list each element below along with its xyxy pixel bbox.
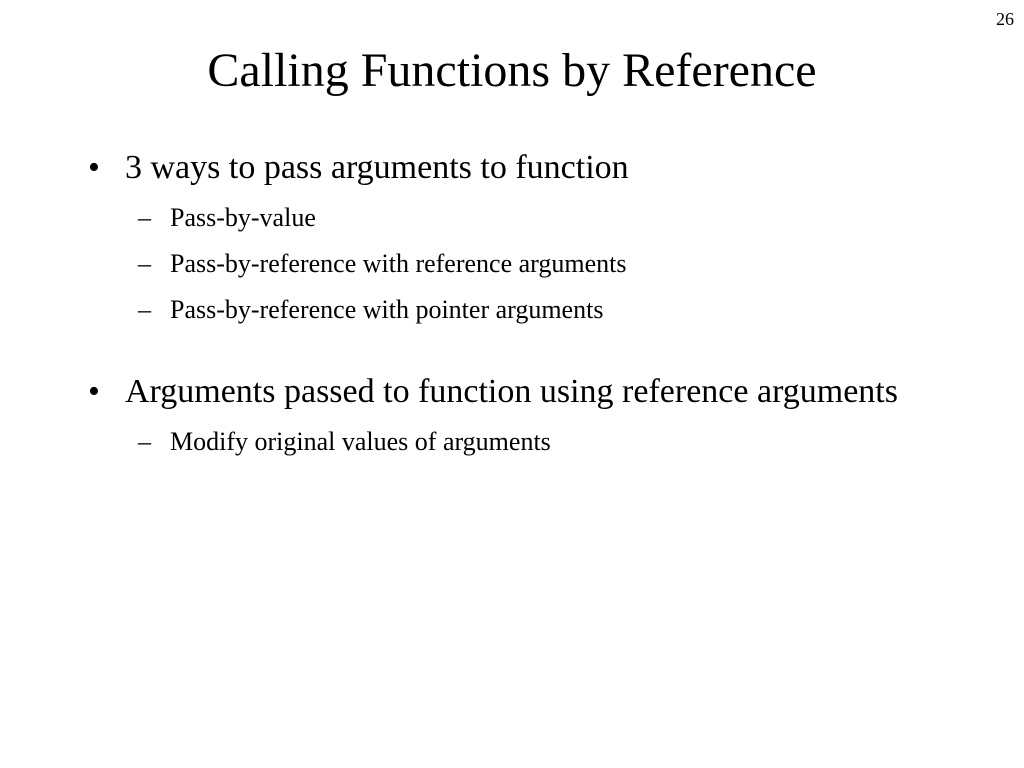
sub-item: – Pass-by-reference with pointer argumen… — [88, 287, 928, 333]
sub-item-text: Pass-by-reference with pointer arguments — [170, 295, 604, 324]
sub-item-text: Pass-by-value — [170, 203, 316, 232]
bullet-item: • Arguments passed to function using ref… — [88, 369, 928, 415]
slide-content: • 3 ways to pass arguments to function –… — [88, 145, 928, 465]
dash-marker: – — [138, 295, 151, 324]
slide-title: Calling Functions by Reference — [207, 44, 817, 97]
bullet-item: • 3 ways to pass arguments to function — [88, 145, 928, 191]
sub-item: – Pass-by-value — [88, 195, 928, 241]
bullet-text: 3 ways to pass arguments to function — [125, 149, 629, 186]
sub-list: – Modify original values of arguments — [88, 419, 928, 465]
sub-item: – Pass-by-reference with reference argum… — [88, 241, 928, 287]
page-number: 26 — [996, 9, 1014, 29]
sub-item-text: Pass-by-reference with reference argumen… — [170, 249, 627, 278]
dash-marker: – — [138, 427, 151, 456]
dash-marker: – — [138, 203, 151, 232]
sub-item: – Modify original values of arguments — [88, 419, 928, 465]
dash-marker: – — [138, 249, 151, 278]
sub-list: – Pass-by-value – Pass-by-reference with… — [88, 195, 928, 333]
bullet-marker: • — [88, 149, 100, 186]
bullet-marker: • — [88, 373, 100, 410]
sub-item-text: Modify original values of arguments — [170, 427, 551, 456]
bullet-text: Arguments passed to function using refer… — [125, 373, 898, 410]
